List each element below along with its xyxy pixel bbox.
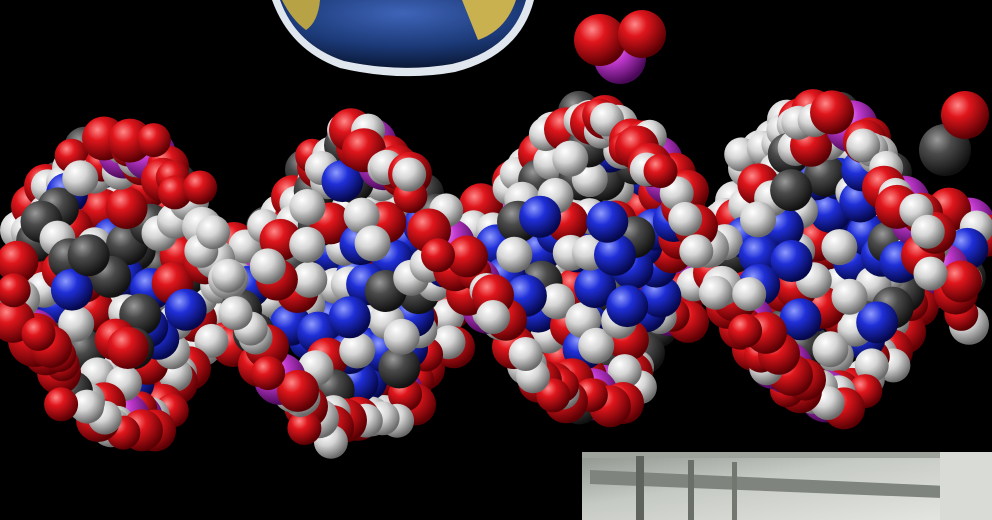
atom-sphere bbox=[196, 215, 231, 250]
atom-sphere bbox=[289, 226, 326, 263]
atom-sphere bbox=[328, 296, 371, 339]
atom-sphere bbox=[519, 195, 562, 238]
atom-sphere bbox=[740, 201, 776, 238]
atom-sphere bbox=[211, 258, 246, 293]
atom-sphere bbox=[594, 233, 636, 276]
atom-sphere bbox=[249, 248, 286, 285]
atom-sphere bbox=[728, 313, 763, 348]
atom-sphere bbox=[383, 318, 420, 355]
atom-sphere bbox=[698, 275, 733, 310]
atom-sphere bbox=[668, 201, 703, 236]
atom-sphere bbox=[770, 240, 813, 282]
atom-sphere bbox=[183, 170, 218, 205]
atom-sphere bbox=[289, 189, 326, 225]
atom-sphere bbox=[21, 316, 56, 351]
atom-sphere bbox=[339, 332, 376, 369]
atom-sphere bbox=[539, 283, 576, 320]
atom-sphere bbox=[496, 236, 533, 273]
atom-sphere bbox=[321, 160, 364, 203]
atom-sphere bbox=[738, 234, 781, 277]
inset-photo bbox=[582, 452, 992, 520]
atom-sphere bbox=[0, 240, 39, 283]
atom-sphere bbox=[50, 268, 93, 311]
atom-sphere bbox=[578, 327, 615, 364]
atom-sphere bbox=[846, 128, 881, 163]
atom-sphere bbox=[574, 14, 626, 66]
atom-sphere bbox=[354, 225, 391, 262]
atom-sphere bbox=[378, 346, 421, 389]
atom-sphere bbox=[586, 200, 629, 243]
atom-sphere bbox=[856, 301, 899, 344]
atom-sphere bbox=[277, 369, 319, 412]
atom-sphere bbox=[812, 331, 849, 368]
atom-sphere bbox=[606, 285, 649, 328]
globe-icon bbox=[272, 0, 534, 77]
atom-sphere bbox=[218, 296, 253, 331]
atom-sphere bbox=[508, 337, 543, 371]
atom-sphere bbox=[679, 234, 714, 269]
atom-sphere bbox=[913, 256, 948, 291]
atom-sphere bbox=[910, 214, 945, 249]
atom-sphere bbox=[618, 10, 666, 58]
atom-sphere bbox=[941, 91, 989, 139]
atom-sphere bbox=[732, 277, 767, 312]
atom-sphere bbox=[343, 197, 380, 234]
atom-sphere bbox=[821, 229, 858, 266]
atom-sphere bbox=[194, 323, 229, 358]
atom-sphere bbox=[779, 298, 822, 341]
atom-sphere bbox=[392, 157, 427, 192]
atom-sphere bbox=[643, 154, 678, 188]
atom-sphere bbox=[105, 187, 148, 229]
atom-sphere bbox=[0, 273, 31, 308]
atom-sphere bbox=[164, 288, 207, 331]
atom-sphere bbox=[552, 140, 589, 177]
atom-sphere bbox=[421, 238, 455, 273]
atom-sphere bbox=[62, 160, 99, 197]
atom-sphere bbox=[106, 327, 149, 369]
atom-sphere bbox=[291, 261, 328, 298]
atom-sphere bbox=[940, 260, 982, 303]
atom-sphere bbox=[136, 123, 171, 158]
atom-sphere bbox=[287, 411, 322, 445]
atom-sphere bbox=[58, 305, 95, 342]
atom-sphere bbox=[607, 354, 642, 389]
atom-sphere bbox=[810, 90, 854, 135]
atom-sphere bbox=[831, 278, 868, 315]
atom-sphere bbox=[770, 169, 813, 212]
atom-sphere bbox=[446, 235, 488, 278]
atom-sphere bbox=[251, 356, 286, 391]
atom-sphere bbox=[476, 300, 511, 334]
atom-sphere bbox=[574, 266, 617, 309]
atom-sphere bbox=[854, 348, 889, 383]
atom-sphere bbox=[67, 234, 110, 277]
dna-molecule-icon bbox=[0, 10, 992, 459]
atom-sphere bbox=[44, 387, 79, 422]
atom-sphere bbox=[70, 389, 104, 424]
